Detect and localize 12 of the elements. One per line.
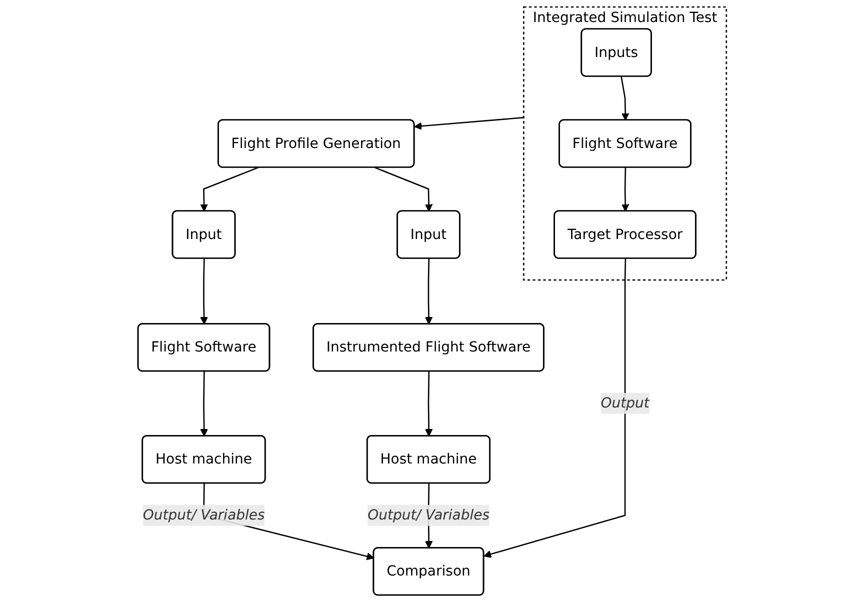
arrow — [425, 371, 433, 437]
arrow — [620, 76, 630, 121]
arrow — [484, 258, 626, 558]
arrow — [200, 166, 259, 212]
arrow — [374, 166, 433, 212]
arrow — [622, 168, 630, 212]
arrow — [200, 258, 208, 325]
arrow — [200, 371, 208, 437]
edge-label: Output/ Variables — [143, 506, 266, 524]
edge-label: Output/ Variables — [368, 506, 490, 524]
arrow — [414, 116, 524, 130]
arrow — [425, 258, 433, 325]
